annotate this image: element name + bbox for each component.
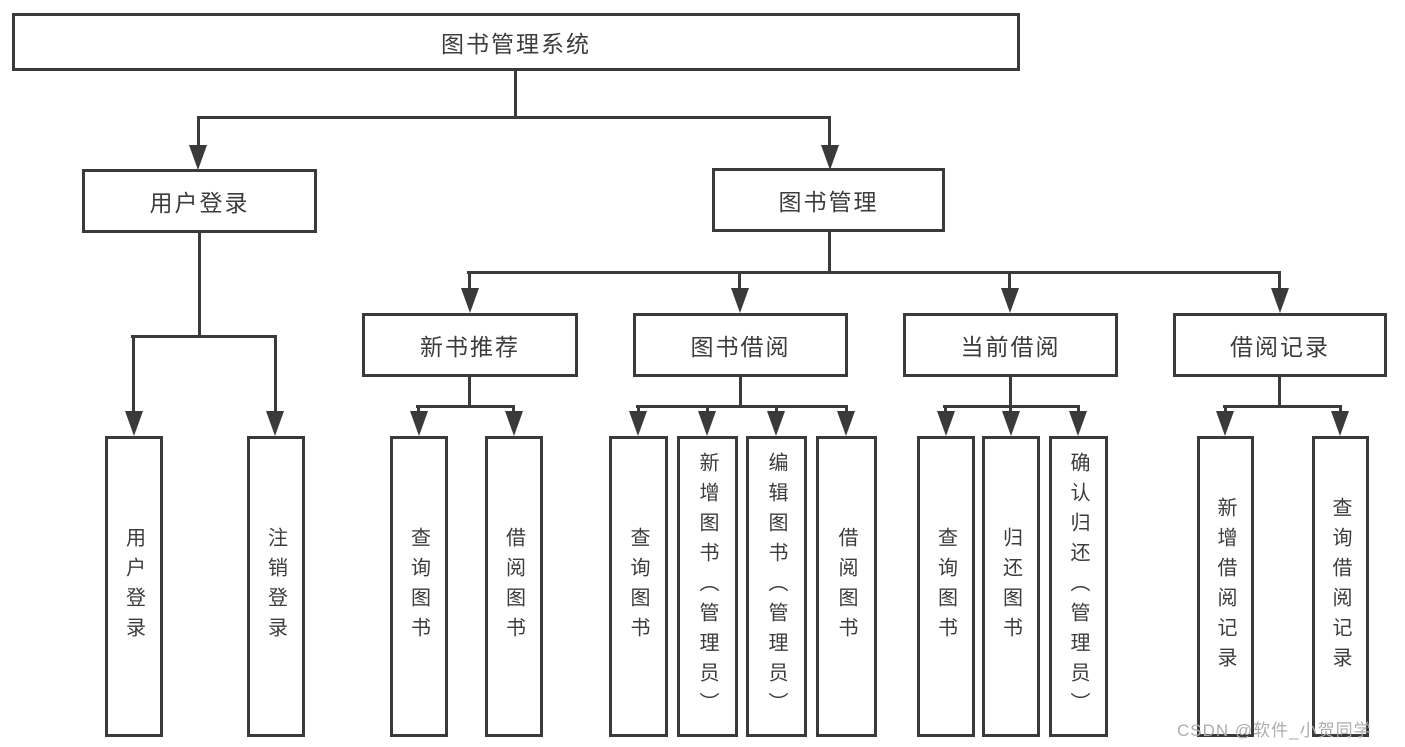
- leaf-add-borrow-record: 新增借阅记录: [1197, 436, 1254, 737]
- connector-line: [198, 232, 201, 337]
- connector-line: [1278, 375, 1281, 407]
- arrow-down-icon: [189, 145, 207, 170]
- leaf-borrow-books-borrowing: 借阅图书: [816, 436, 877, 737]
- connector-line: [775, 407, 778, 412]
- connector-line: [943, 405, 1080, 408]
- arrow-down-icon: [698, 411, 716, 436]
- arrow-down-icon: [1271, 288, 1289, 313]
- arrow-down-icon: [410, 411, 428, 436]
- connector-line: [1009, 407, 1012, 412]
- connector-line: [637, 407, 640, 412]
- arrow-down-icon: [461, 288, 479, 313]
- arrow-down-icon: [1331, 411, 1349, 436]
- connector-line: [416, 405, 515, 408]
- node-book-borrowing: 图书借阅: [633, 313, 848, 377]
- leaf-return-books: 归还图书: [982, 436, 1040, 737]
- arrow-down-icon: [1216, 411, 1234, 436]
- leaf-user-login: 用户登录: [105, 436, 163, 737]
- node-borrowing-records: 借阅记录: [1173, 313, 1387, 377]
- connector-line: [132, 337, 135, 412]
- arrow-down-icon: [1001, 288, 1019, 313]
- node-user-login: 用户登录: [82, 169, 317, 233]
- connector-line: [467, 271, 1281, 274]
- leaf-edit-book-admin: 编辑图书（管理员）: [746, 436, 807, 737]
- arrow-down-icon: [837, 411, 855, 436]
- connector-line: [197, 116, 831, 119]
- leaf-confirm-return-admin: 确认归还（管理员）: [1049, 436, 1108, 737]
- connector-line: [468, 375, 471, 407]
- node-new-book-recommend: 新书推荐: [362, 313, 578, 377]
- arrow-down-icon: [1069, 411, 1087, 436]
- leaf-add-book-admin: 新增图书（管理员）: [677, 436, 738, 737]
- connector-line: [1008, 273, 1011, 289]
- connector-line: [828, 232, 831, 273]
- connector-line: [514, 70, 517, 118]
- connector-line: [512, 407, 515, 412]
- connector-line: [944, 407, 947, 412]
- connector-line: [738, 273, 741, 289]
- connector-line: [1077, 407, 1080, 412]
- node-library-management-system: 图书管理系统: [12, 13, 1020, 71]
- connector-line: [1223, 405, 1342, 408]
- connector-line: [131, 335, 277, 338]
- leaf-query-books-borrowing: 查询图书: [609, 436, 668, 737]
- leaf-query-borrow-record: 查询借阅记录: [1312, 436, 1369, 737]
- connector-line: [417, 407, 420, 412]
- connector-line: [845, 407, 848, 412]
- arrow-down-icon: [821, 145, 839, 170]
- connector-line: [706, 407, 709, 412]
- arrow-down-icon: [266, 411, 284, 436]
- connector-line: [1009, 375, 1012, 407]
- connector-line: [636, 405, 848, 408]
- watermark: CSDN @软件_小贺同学: [1177, 721, 1372, 740]
- arrow-down-icon: [731, 288, 749, 313]
- connector-line: [197, 118, 200, 146]
- leaf-query-books-current: 查询图书: [917, 436, 975, 737]
- leaf-logout-login: 注销登录: [247, 436, 305, 737]
- node-book-management: 图书管理: [712, 168, 945, 232]
- connector-line: [274, 337, 277, 412]
- arrow-down-icon: [125, 411, 143, 436]
- arrow-down-icon: [629, 411, 647, 436]
- arrow-down-icon: [937, 411, 955, 436]
- leaf-query-books-recommend: 查询图书: [390, 436, 448, 737]
- connector-line: [1224, 407, 1227, 412]
- leaf-borrow-books-recommend: 借阅图书: [485, 436, 543, 737]
- node-current-borrowing: 当前借阅: [903, 313, 1118, 377]
- connector-line: [1278, 273, 1281, 289]
- connector-line: [468, 273, 471, 289]
- connector-line: [739, 375, 742, 407]
- arrow-down-icon: [505, 411, 523, 436]
- arrow-down-icon: [1002, 411, 1020, 436]
- arrow-down-icon: [767, 411, 785, 436]
- connector-line: [828, 118, 831, 146]
- connector-line: [1339, 407, 1342, 412]
